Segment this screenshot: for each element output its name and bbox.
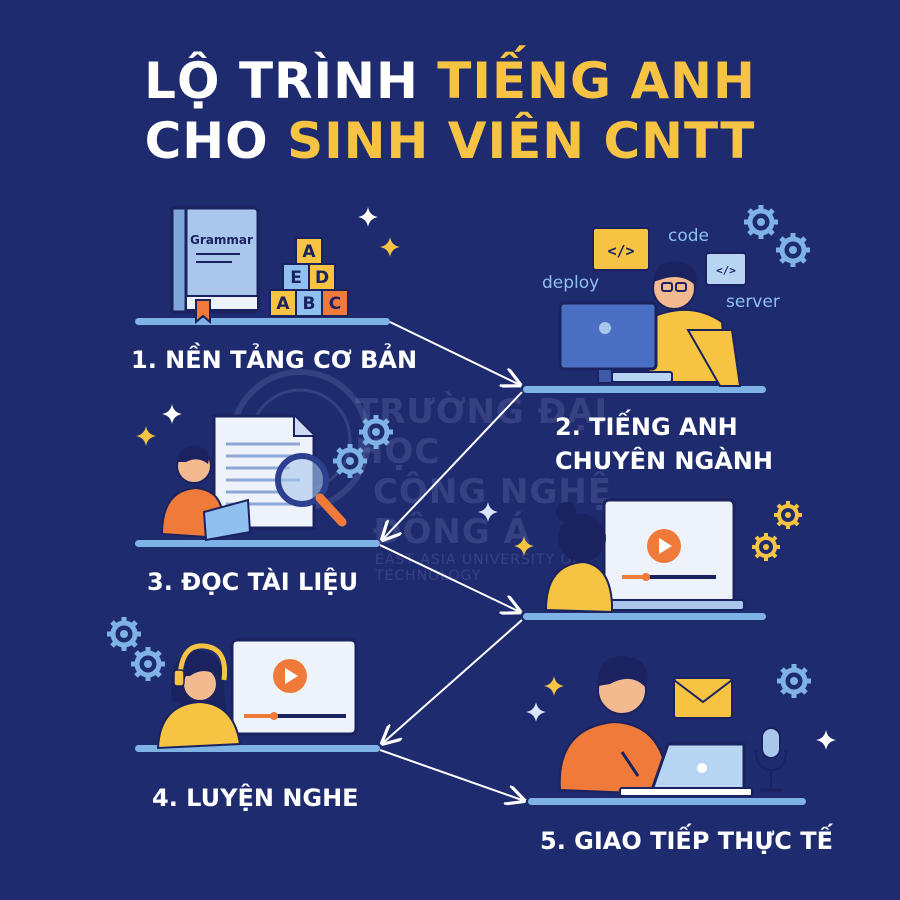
sparkle-icon [358, 207, 378, 227]
step-2-label-line-2: CHUYÊN NGÀNH [555, 447, 773, 475]
reading-document-icon [136, 404, 393, 542]
svg-text:</>: </> [607, 242, 634, 260]
svg-text:</>: </> [716, 264, 736, 277]
gear-icon [333, 444, 367, 478]
sparkle-icon [526, 702, 546, 722]
floor-step-1 [135, 318, 390, 325]
gear-icon [107, 617, 141, 651]
floor-step-3 [135, 540, 380, 547]
sparkle-icon [136, 426, 156, 446]
sparkle-icon [162, 404, 182, 424]
sparkle-icon [514, 536, 534, 556]
step-5-label: 5. GIAO TIẾP THỰC TẾ [540, 827, 834, 855]
floor-step-5 [528, 798, 806, 805]
path-arrows [379, 321, 523, 800]
step-4-label: 4. LUYỆN NGHE [152, 784, 359, 812]
title-highlight-2: SINH VIÊN CNTT [287, 112, 756, 170]
title-plain-1: LỘ TRÌNH [144, 52, 419, 110]
book-and-blocks-icon: Grammar A E D A B C [170, 206, 349, 325]
block-a-top: A [302, 242, 316, 262]
word-code: code [668, 226, 709, 246]
block-d: D [315, 268, 329, 288]
sparkle-icon [478, 502, 498, 522]
sparkle-icon [544, 676, 564, 696]
floor-step-4 [135, 745, 380, 752]
block-a: A [276, 294, 290, 314]
gear-icon [744, 205, 778, 239]
video-lesson-icon [478, 498, 804, 614]
gear-icon [777, 664, 811, 698]
arrow-4-to-5 [379, 749, 522, 800]
arrow-2-to-3 [384, 391, 523, 538]
step-1-label: 1. NỀN TẢNG CƠ BẢN [131, 346, 418, 374]
book-cover-text: Grammar [190, 233, 253, 247]
step-2-label-line-1: 2. TIẾNG ANH [555, 413, 738, 441]
block-b: B [303, 294, 316, 314]
arrow-1-to-2 [389, 321, 518, 384]
communication-microphone-icon [526, 655, 836, 797]
block-e: E [290, 268, 302, 288]
arrow-4-to-5a [384, 619, 523, 742]
word-server: server [726, 292, 780, 312]
title-plain-2: CHO [144, 112, 269, 170]
developer-at-computer-icon: </> </> [558, 205, 810, 387]
watermark-line-1: TRƯỜNG ĐẠI HỌC [355, 392, 609, 472]
title-line-2: CHO SINH VIÊN CNTT [0, 112, 900, 170]
title-line-1: LỘ TRÌNH TIẾNG ANH [0, 52, 900, 110]
arrow-3-to-4 [379, 544, 518, 611]
floor-step-2 [523, 386, 766, 393]
floor-step-4-right [523, 613, 766, 620]
university-watermark: TRƯỜNG ĐẠI HỌC CÔNG NGHỆ ĐÔNG Á EAST ASI… [355, 392, 685, 584]
gear-icon [750, 531, 782, 563]
word-deploy: deploy [542, 273, 600, 293]
sparkle-icon [816, 730, 836, 750]
gear-icon [359, 415, 393, 449]
block-c: C [329, 294, 341, 314]
sparkle-icon [380, 237, 400, 257]
title-highlight-1: TIẾNG ANH [437, 52, 756, 110]
listening-headphones-icon [107, 617, 358, 750]
step-3-label: 3. ĐỌC TÀI LIỆU [147, 568, 359, 596]
gear-icon [131, 647, 165, 681]
gear-icon [776, 233, 810, 267]
gear-icon [772, 499, 804, 531]
